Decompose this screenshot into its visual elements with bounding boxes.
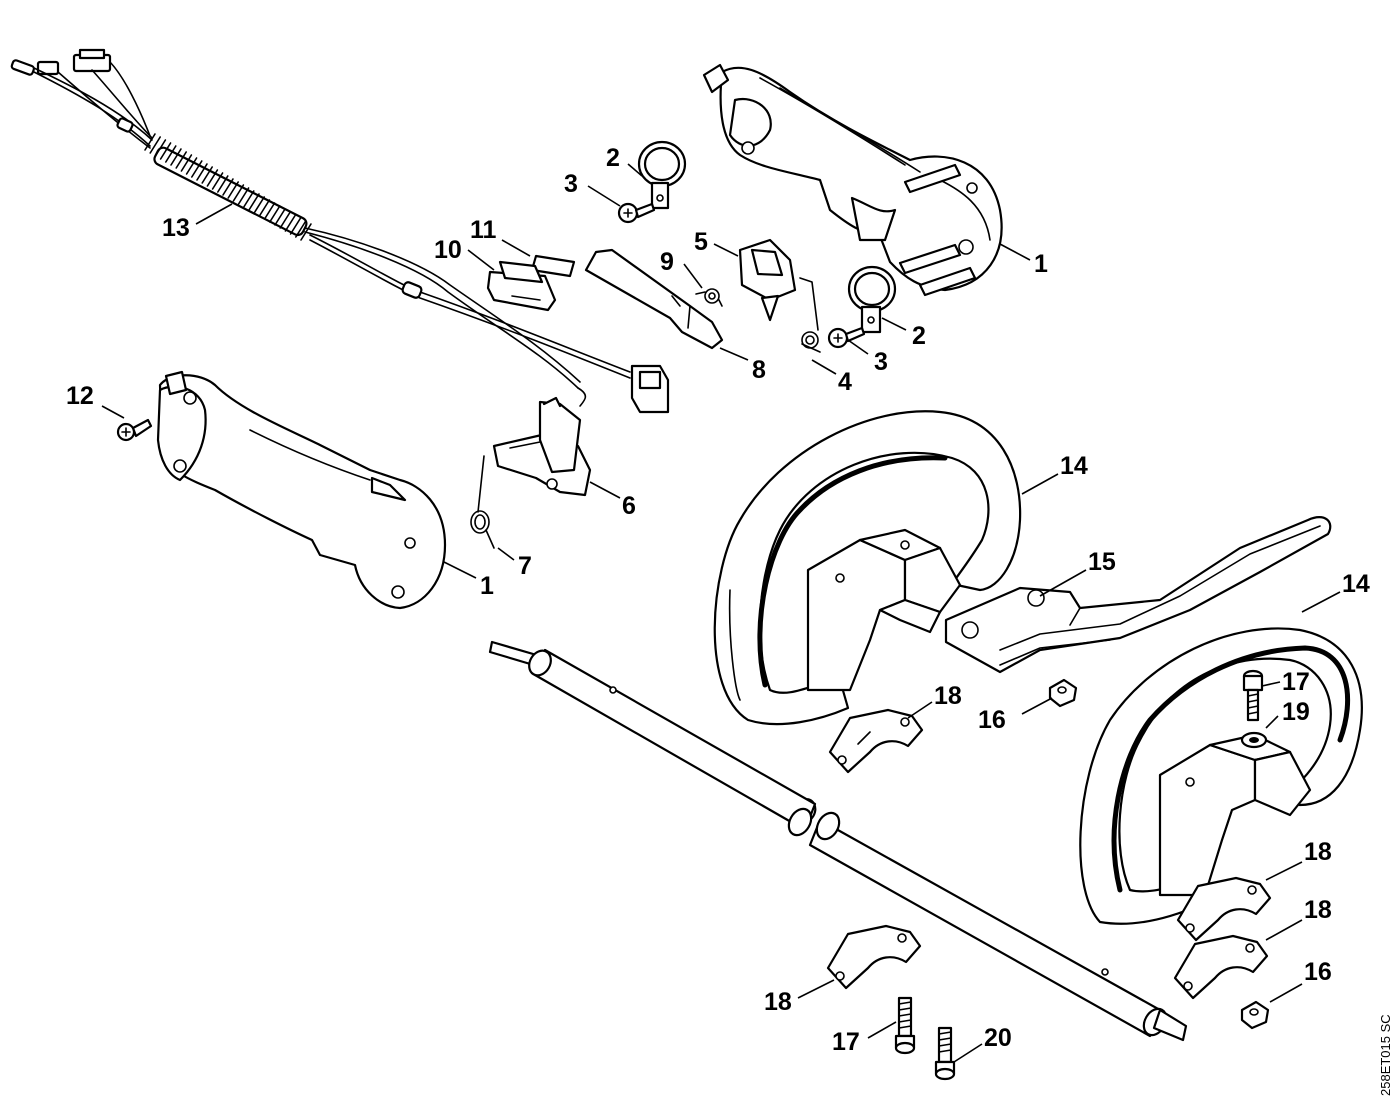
callout-20: 20 [984, 1024, 1012, 1052]
screw-part-3-lower [827, 326, 866, 349]
callout-5: 5 [694, 228, 708, 256]
callout-15: 15 [1088, 548, 1116, 576]
callout-16-lower: 16 [1304, 958, 1332, 986]
washer-part-19 [1240, 731, 1268, 749]
callout-2-upper: 2 [606, 144, 620, 172]
callout-19: 19 [1282, 698, 1310, 726]
callout-14-right: 14 [1342, 570, 1370, 598]
wiring-harness-part-13 [10, 48, 670, 414]
clamp-half-part-18-d [826, 924, 922, 990]
handle-housing-part-1-lower [156, 370, 447, 610]
clamp-half-part-18-b [1176, 876, 1272, 942]
callout-3-lower: 3 [874, 348, 888, 376]
handle-housing-part-1-upper [702, 63, 1003, 297]
screw-part-12 [116, 418, 153, 442]
torsion-spring-part-9 [695, 288, 723, 307]
callout-9: 9 [660, 248, 674, 276]
drive-shaft-tube [488, 640, 1188, 1042]
clamp-part-2-upper [637, 140, 687, 210]
callout-18-d: 18 [764, 988, 792, 1016]
callout-2-lower: 2 [912, 322, 926, 350]
clamp-half-part-18-c [1173, 934, 1269, 1000]
spring-part-4 [799, 277, 821, 353]
nut-part-16-upper [1048, 678, 1078, 708]
callout-14-left: 14 [1060, 452, 1088, 480]
interlock-lever-part-5 [738, 238, 797, 322]
callout-7: 7 [518, 552, 532, 580]
throttle-trigger-part-8 [584, 248, 724, 350]
callout-18-b: 18 [1304, 838, 1332, 866]
drawing-reference-code: 258ET015 SC [1378, 1014, 1393, 1096]
loop-handle-part-14-left [713, 410, 1022, 726]
callout-17-upper: 17 [1282, 668, 1310, 696]
loop-handle-part-14-right [1079, 627, 1363, 925]
callout-6: 6 [622, 492, 636, 520]
screw-part-20 [934, 1026, 956, 1081]
spring-part-7 [470, 455, 495, 549]
screw-part-3-upper [617, 202, 656, 224]
callout-18-a: 18 [934, 682, 962, 710]
clamp-part-2-lower [847, 265, 897, 334]
bracket-bar-part-15 [944, 516, 1332, 674]
callout-18-c: 18 [1304, 896, 1332, 924]
screw-part-17-upper [1242, 669, 1264, 722]
callout-labels: 1 1 2 2 3 3 4 5 6 7 8 9 10 11 12 13 14 1… [66, 144, 1393, 1096]
callout-1-upper: 1 [1034, 250, 1048, 278]
clamp-half-part-18-a [828, 708, 924, 774]
switch-housing-part-6 [492, 396, 592, 497]
callout-8: 8 [752, 356, 766, 384]
nut-part-16-lower [1240, 1000, 1270, 1030]
switch-part-10 [486, 260, 557, 312]
callout-11: 11 [470, 216, 497, 244]
callout-16-upper: 16 [978, 706, 1006, 734]
callout-17-lower: 17 [832, 1028, 860, 1056]
callout-4: 4 [838, 368, 852, 396]
leader-lines [101, 163, 1341, 1063]
callout-1-lower: 1 [480, 572, 494, 600]
callout-13: 13 [162, 214, 190, 242]
callout-10: 10 [434, 236, 462, 264]
callout-12: 12 [66, 382, 94, 410]
screw-part-17-lower [894, 996, 916, 1055]
callout-3-upper: 3 [564, 170, 578, 198]
